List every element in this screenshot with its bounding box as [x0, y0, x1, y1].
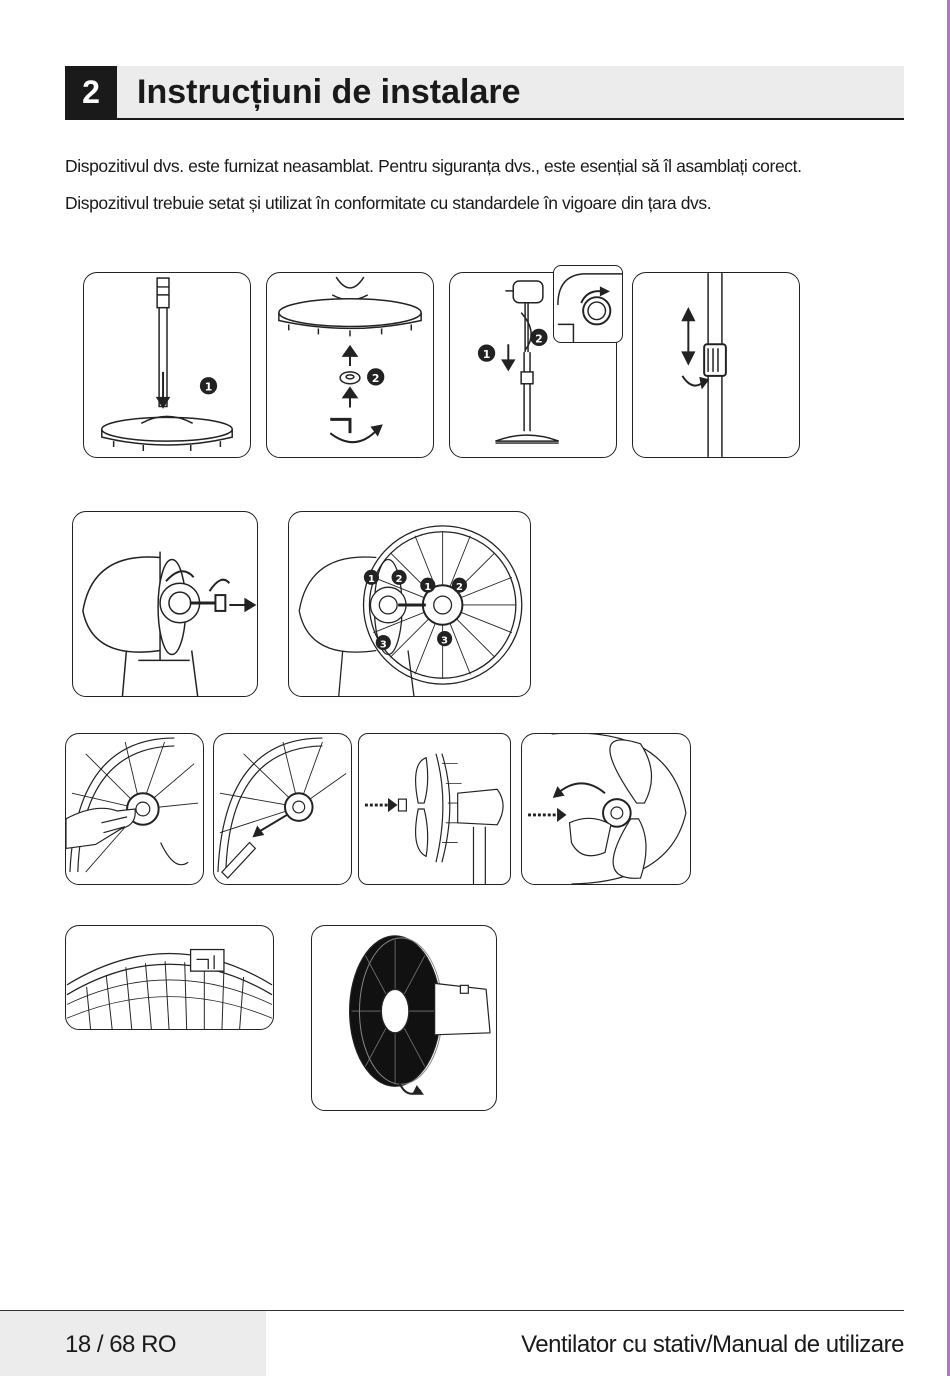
- intro-line-1: Dispozitivul dvs. este furnizat neasambl…: [65, 156, 802, 176]
- section-header: 2 Instrucțiuni de instalare: [65, 66, 904, 120]
- callout-3: 3: [441, 636, 448, 647]
- figure-pole-into-base: 1: [83, 272, 251, 458]
- intro-text: Dispozitivul dvs. este furnizat neasambl…: [65, 148, 905, 222]
- footer-page-box: [0, 1311, 266, 1376]
- figure-assembled-fan: [311, 925, 497, 1111]
- callout-1: 1: [483, 348, 491, 361]
- figure-attach-blade: [358, 733, 511, 885]
- figure-rear-grille: 1 2 1 2 3 3: [288, 511, 531, 697]
- figure-attach-spinner: [521, 733, 691, 885]
- figure-base-screw: 2: [266, 272, 434, 458]
- figure-height-adjust: [632, 272, 800, 458]
- section-title: Instrucțiuni de instalare: [137, 73, 521, 111]
- figure-grille-clips: [65, 925, 274, 1030]
- page-number: 18 / 68 RO: [65, 1331, 177, 1358]
- figure-remove-nut: [72, 511, 258, 697]
- callout-2: 2: [396, 574, 403, 585]
- figure-tighten-nut-tool: [213, 733, 352, 885]
- section-number: 2: [65, 66, 117, 118]
- callout-2: 2: [456, 582, 463, 593]
- callout-2: 2: [535, 332, 543, 345]
- callout-1: 1: [205, 381, 213, 394]
- intro-line-2: Dispozitivul trebuie setat și utilizat î…: [65, 193, 712, 213]
- callout-2: 2: [372, 372, 380, 385]
- callout-1: 1: [368, 574, 375, 585]
- callout-1: 1: [424, 582, 431, 593]
- figure-tighten-nut-hand: [65, 733, 204, 885]
- document-title: Ventilator cu stativ/Manual de utilizare: [521, 1331, 904, 1358]
- figure-knob-detail: [553, 265, 623, 343]
- callout-3: 3: [380, 640, 387, 651]
- page-edge-accent: [947, 0, 950, 1376]
- footer-rule: [0, 1310, 904, 1311]
